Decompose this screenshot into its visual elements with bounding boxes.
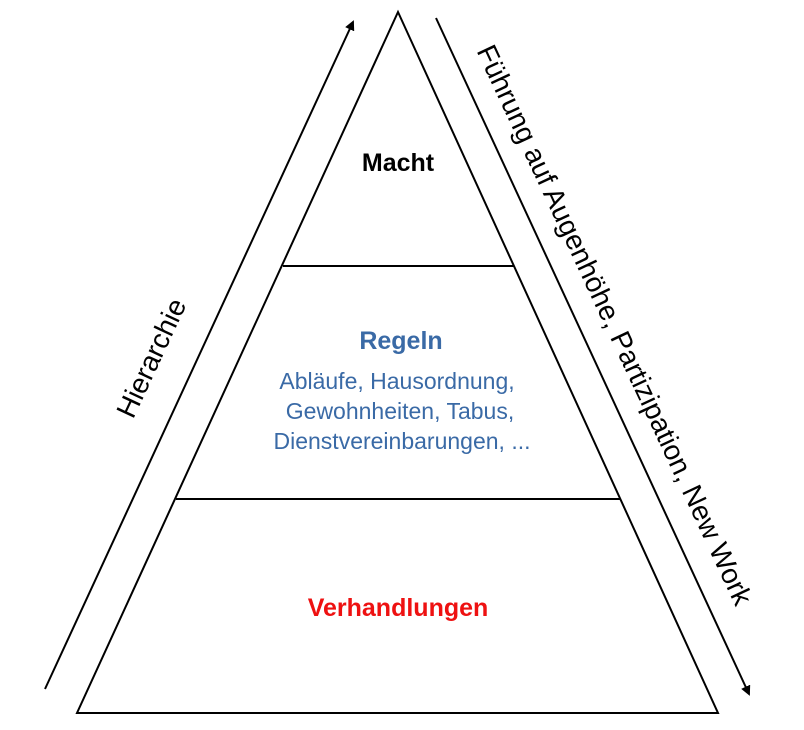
right-arrow [435,17,751,696]
right-arrow-label: Führung auf Augenhöhe, Partizipation, Ne… [471,40,759,611]
tier-bottom-label: Verhandlungen [308,594,489,622]
left-arrow [44,20,355,690]
tier-middle-line-1: Abläufe, Hausordnung, [279,368,514,394]
tier-middle-label: Regeln [359,327,442,355]
left-arrow-label: Hierarchie [110,294,192,423]
tier-middle-line-2: Gewohnheiten, Tabus, [286,398,514,424]
tier-middle-line-3: Dienstvereinbarungen, ... [274,428,531,454]
pyramid-outline [75,9,720,714]
tier-top-label: Macht [362,149,435,177]
